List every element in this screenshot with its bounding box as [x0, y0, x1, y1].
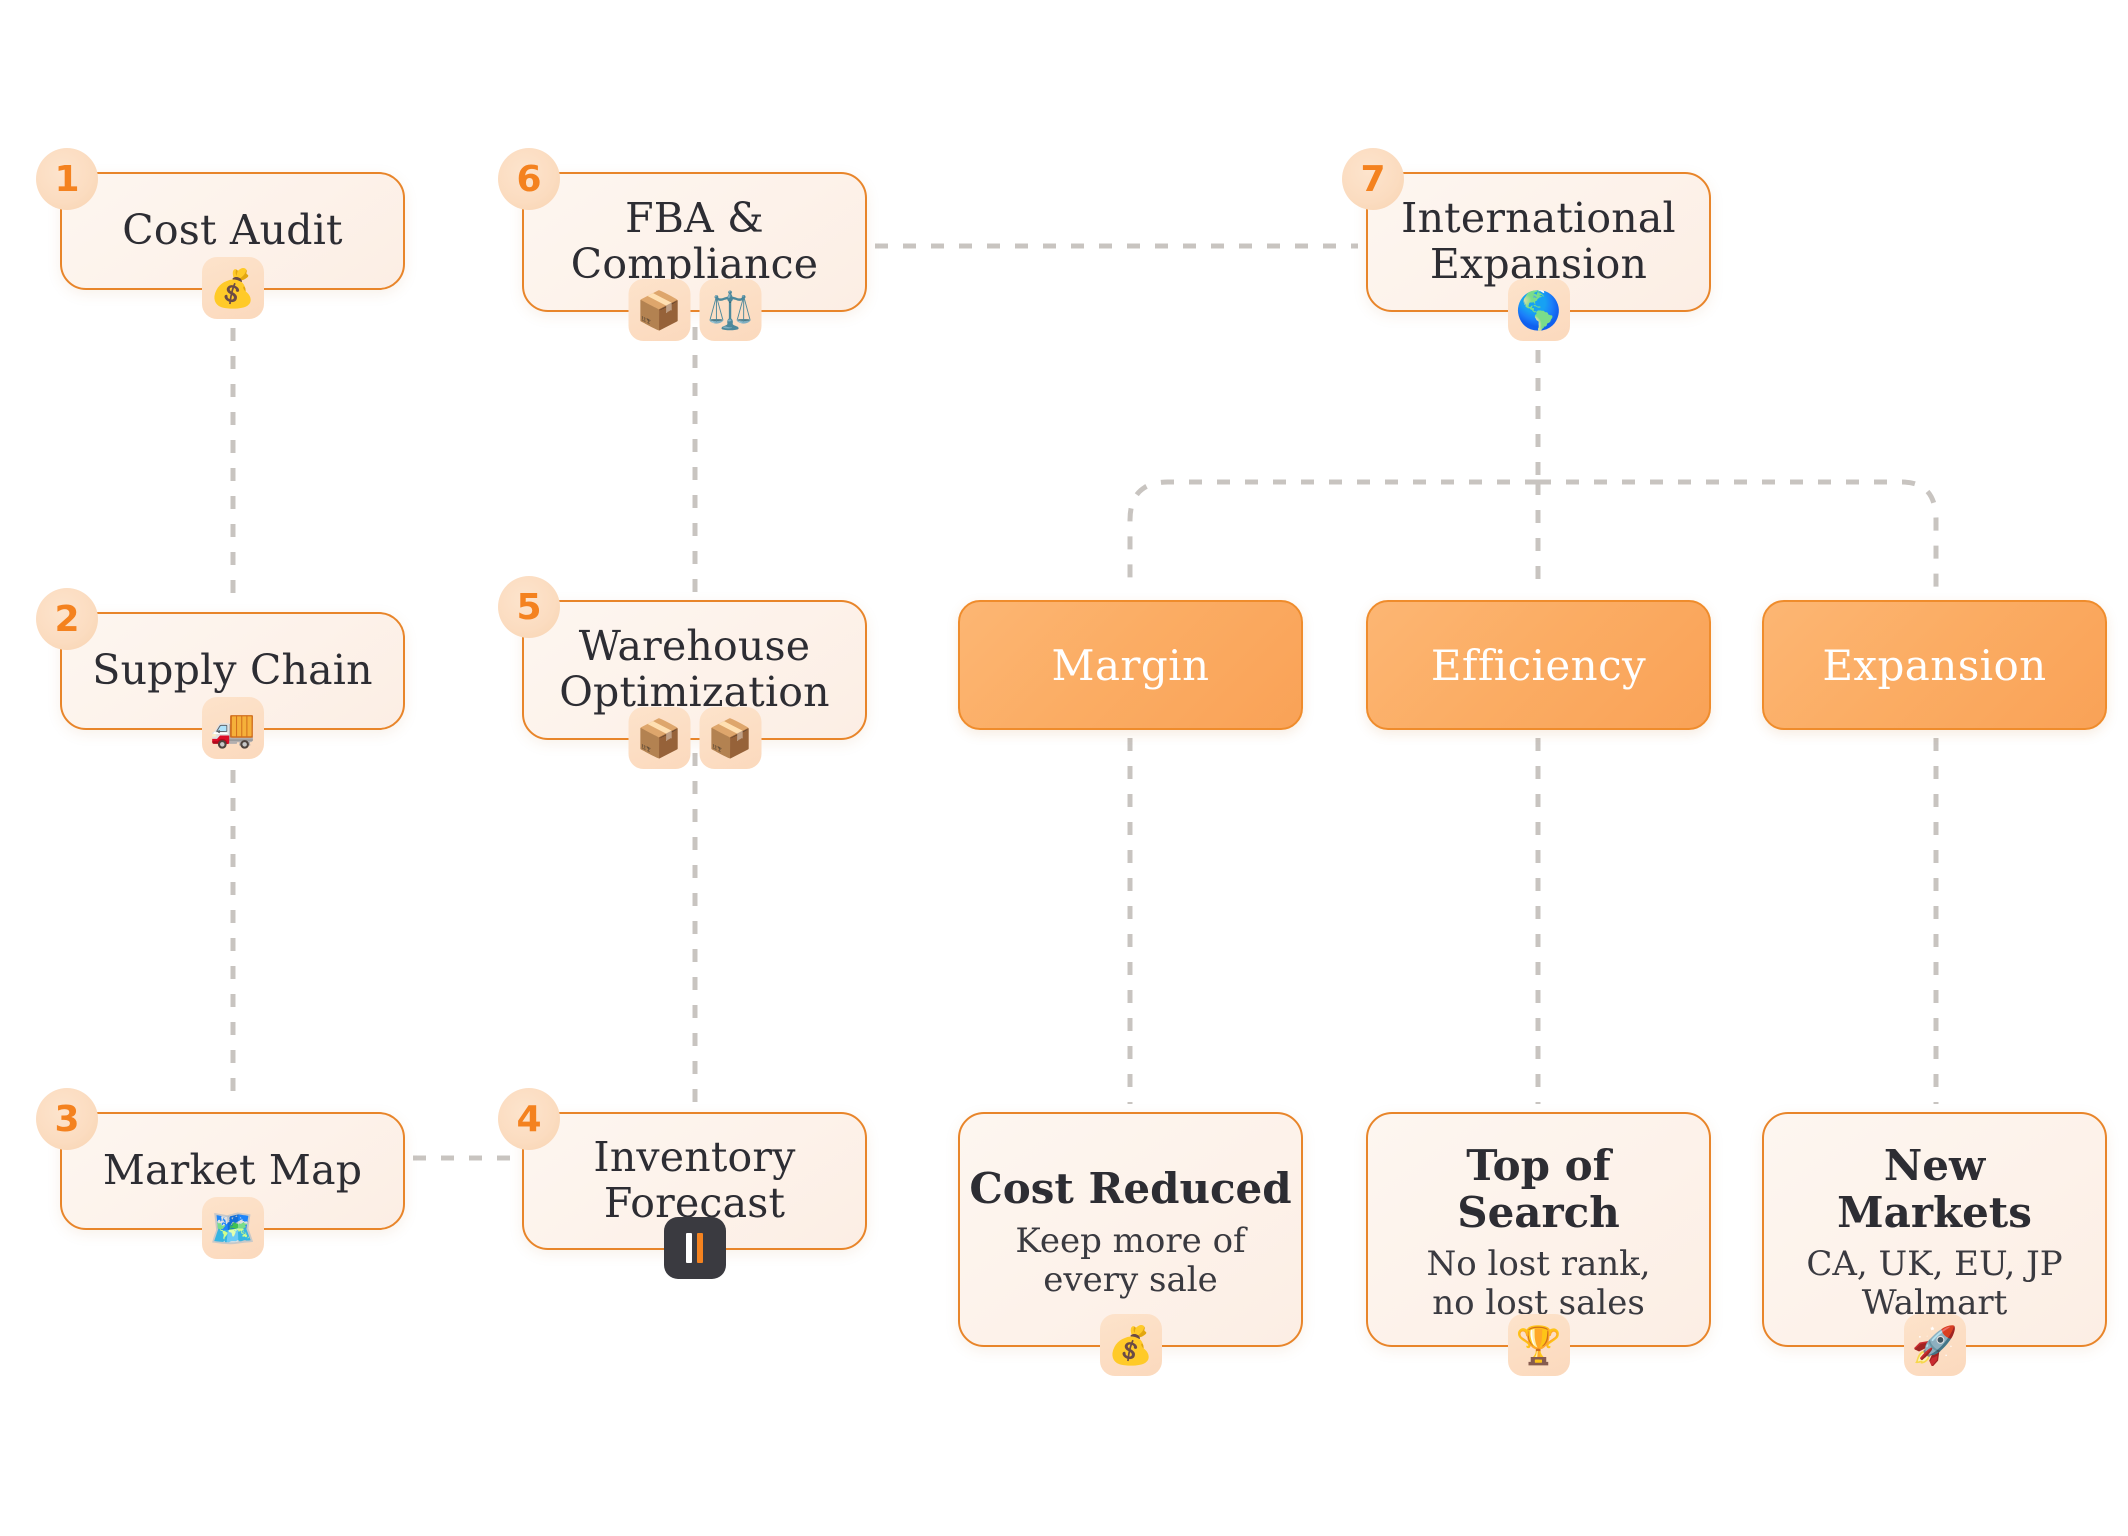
- amazon-box-icon: 📦: [628, 707, 690, 769]
- rocket-icon: 🚀: [1903, 1314, 1966, 1376]
- bus-to-expansion: [1538, 479, 1939, 592]
- step-title: International Expansion: [1401, 194, 1676, 288]
- icon-row: 📦📦: [628, 707, 761, 769]
- step-number-badge: 2: [36, 588, 98, 650]
- step-title: Warehouse Optimization: [559, 622, 830, 716]
- step-number-badge: 7: [1342, 148, 1404, 210]
- icon-row: 🏆: [1507, 1314, 1570, 1376]
- trophy-icon: 🏆: [1507, 1314, 1570, 1376]
- step-title: Cost Audit: [122, 206, 343, 255]
- icon-row: 📦⚖️: [628, 279, 761, 341]
- icon-row: 💰: [201, 257, 264, 319]
- scales-icon: ⚖️: [699, 279, 761, 341]
- bus-to-margin: [1127, 479, 1538, 592]
- icon-row: 🌎: [1507, 279, 1570, 341]
- icon-row: 🚚: [201, 697, 264, 759]
- outcome-pill-label: Expansion: [1822, 640, 2047, 690]
- result-subtitle: Keep more of every sale: [1015, 1220, 1246, 1301]
- step-number-badge: 5: [498, 576, 560, 638]
- outcome-pill[interactable]: Margin: [958, 600, 1303, 730]
- step-title: Supply Chain: [92, 646, 373, 695]
- icon-row: 💰: [1099, 1314, 1162, 1376]
- delivery-truck-icon: 🚚: [201, 697, 264, 759]
- result-subtitle: No lost rank, no lost sales: [1426, 1243, 1651, 1324]
- money-bag-icon: 💰: [201, 257, 264, 319]
- amazon-box-icon: 📦: [628, 279, 690, 341]
- result-title: Top of Search: [1457, 1141, 1620, 1237]
- money-bag-icon: 💰: [1099, 1314, 1162, 1376]
- result-title: New Markets: [1837, 1141, 2032, 1237]
- step-number-badge: 6: [498, 148, 560, 210]
- step-title: FBA & Compliance: [570, 194, 819, 288]
- icon-row: 🚀: [1903, 1314, 1966, 1376]
- package-box-icon: 📦: [699, 707, 761, 769]
- step-title: Inventory Forecast: [593, 1133, 796, 1227]
- icon-row: 🗺️: [201, 1197, 264, 1259]
- bar-chart-icon: [663, 1217, 726, 1279]
- outcome-pill-label: Margin: [1051, 640, 1210, 690]
- outcome-pill-label: Efficiency: [1430, 640, 1647, 690]
- step-number-badge: 3: [36, 1088, 98, 1150]
- outcome-pill[interactable]: Expansion: [1762, 600, 2107, 730]
- step-number-badge: 4: [498, 1088, 560, 1150]
- result-subtitle: CA, UK, EU, JP Walmart: [1806, 1243, 2063, 1324]
- globe-americas-icon: 🌎: [1507, 279, 1570, 341]
- step-title: Market Map: [102, 1146, 363, 1195]
- icon-row: [663, 1217, 726, 1279]
- outcome-pill[interactable]: Efficiency: [1366, 600, 1711, 730]
- world-map-icon: 🗺️: [201, 1197, 264, 1259]
- step-number-badge: 1: [36, 148, 98, 210]
- result-title: Cost Reduced: [969, 1164, 1292, 1214]
